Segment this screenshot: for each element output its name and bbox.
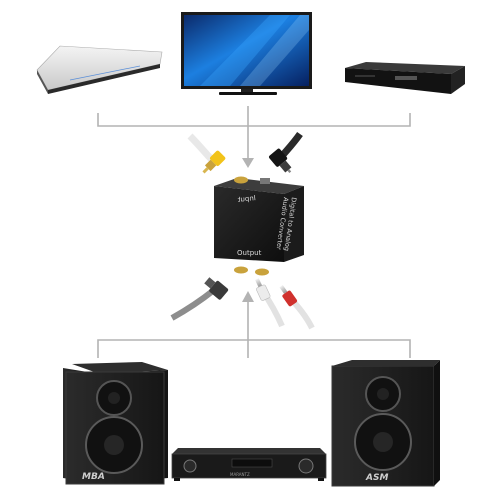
dvd-player-black bbox=[345, 62, 465, 94]
output-jack-left-icon bbox=[234, 266, 248, 274]
speaker-right-brand: ASM bbox=[365, 473, 388, 483]
converter-input-label: Input bbox=[237, 194, 256, 204]
arrow-down-icon bbox=[242, 158, 254, 168]
rca-yellow-cable-icon bbox=[187, 133, 226, 174]
converter-output-label: Output bbox=[237, 249, 262, 257]
input-wire-guides bbox=[97, 106, 411, 160]
coax-input-jack-icon bbox=[234, 176, 248, 184]
optical-input-jack-icon bbox=[260, 178, 270, 184]
tv-monitor bbox=[181, 12, 312, 95]
receiver-brand: MARANTZ bbox=[230, 472, 250, 477]
output-jack-right-icon bbox=[255, 268, 269, 276]
arrow-up-icon bbox=[242, 291, 254, 302]
av-receiver: MARANTZ bbox=[171, 448, 327, 481]
receiver-display bbox=[231, 458, 273, 468]
volume-knob-icon bbox=[183, 459, 197, 473]
speaker-right: ASM bbox=[331, 360, 440, 487]
rca-red-cable-icon bbox=[279, 285, 315, 330]
optical-output-cable-icon bbox=[170, 277, 229, 321]
rca-white-cable-icon bbox=[255, 278, 285, 328]
speaker-left-brand: MBA bbox=[82, 472, 105, 482]
dvd-player-silver bbox=[36, 45, 163, 94]
output-wire-guides bbox=[97, 300, 411, 358]
converter-box: Input Digital to Analog Audio Converter … bbox=[214, 176, 304, 276]
input-knob-icon bbox=[298, 458, 314, 474]
optical-cable-icon bbox=[269, 131, 303, 174]
speaker-left: MBA bbox=[63, 362, 168, 485]
